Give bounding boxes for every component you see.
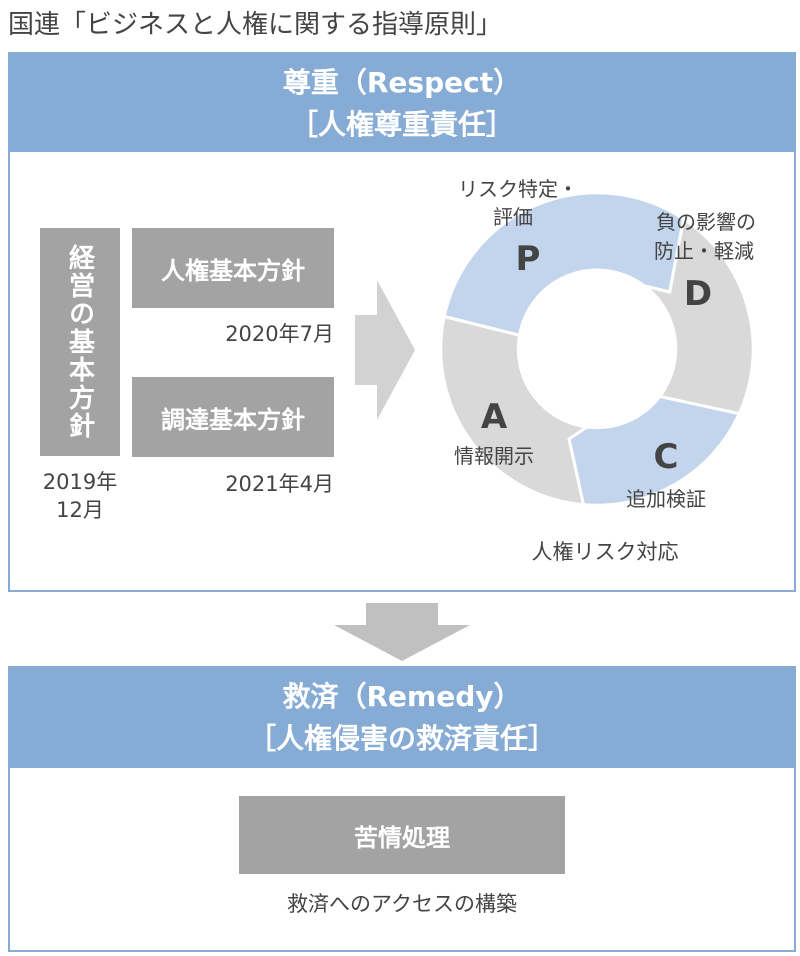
management-policy-box: 経営の基本方針 xyxy=(40,228,120,456)
human-rights-policy-label: 人権基本方針 xyxy=(161,256,305,285)
grievance-box: 苦情処理 xyxy=(239,796,565,874)
down-arrow-icon xyxy=(334,603,470,661)
cycle-a-label: 情報開示 xyxy=(454,444,534,468)
cycle-c-label: 追加検証 xyxy=(626,487,706,511)
remedy-caption: 救済へのアクセスの構築 xyxy=(287,892,517,916)
management-policy-label: 経営の基本方針 xyxy=(64,244,95,440)
cycle-segment-p xyxy=(442,191,686,338)
cycle-d-label-2: 防止・軽減 xyxy=(654,239,754,263)
pdca-cycle: リスク特定・ 評価 P 負の影響の 防止・軽減 D A 情報開示 C 追加検証 xyxy=(439,177,756,511)
human-rights-policy-box: 人権基本方針 xyxy=(132,228,334,308)
remedy-header: 救済（Remedy） ［人権侵害の救済責任］ xyxy=(10,668,794,768)
cycle-a-letter: A xyxy=(481,397,508,437)
cycle-p-label-1: リスク特定・ xyxy=(458,177,578,201)
procurement-policy-label: 調達基本方針 xyxy=(161,405,305,434)
remedy-panel: 救済（Remedy） ［人権侵害の救済責任］ xyxy=(8,666,796,952)
cycle-segment-a xyxy=(439,314,591,507)
cycle-caption: 人権リスク対応 xyxy=(531,540,679,564)
management-policy-date: 2019年 12月 xyxy=(42,470,118,522)
respect-header: 尊重（Respect） ［人権尊重責任］ xyxy=(10,54,794,152)
human-rights-policy-date: 2020年7月 xyxy=(225,322,334,346)
procurement-policy-box: 調達基本方針 xyxy=(132,377,334,457)
respect-subheading: ［人権尊重責任］ xyxy=(289,108,514,141)
procurement-policy-date: 2021年4月 xyxy=(225,472,334,496)
cycle-p-letter: P xyxy=(516,239,541,279)
cycle-segment-d xyxy=(643,216,755,416)
cycle-d-label-1: 負の影響の xyxy=(656,210,756,234)
cycle-d-letter: D xyxy=(684,274,712,314)
respect-heading: 尊重（Respect） xyxy=(282,66,522,99)
remedy-subheading: ［人権侵害の救済責任］ xyxy=(247,722,556,755)
cycle-p-label-2: 評価 xyxy=(493,205,533,229)
grievance-label: 苦情処理 xyxy=(354,823,450,852)
remedy-heading: 救済（Remedy） xyxy=(282,680,522,713)
cycle-c-letter: C xyxy=(654,437,679,477)
respect-panel: 尊重（Respect） ［人権尊重責任］ xyxy=(8,52,796,592)
page-title: 国連「ビジネスと人権に関する指導原則」 xyxy=(8,10,503,40)
right-arrow-icon xyxy=(355,280,415,420)
